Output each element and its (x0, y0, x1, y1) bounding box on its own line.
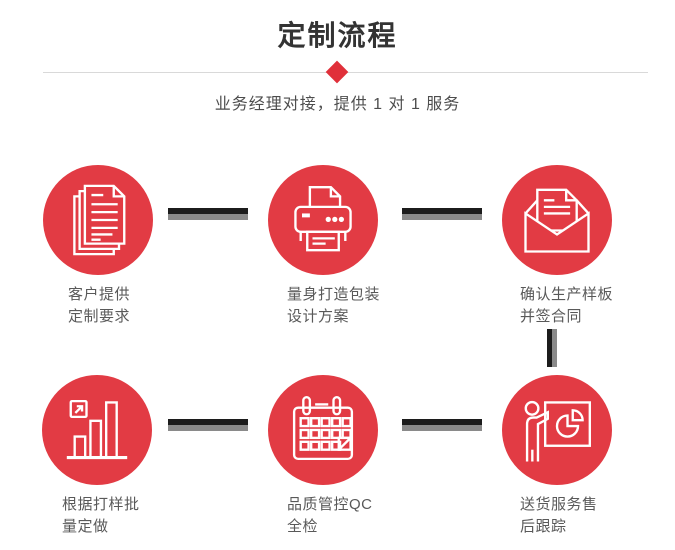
step-label-line: 全检 (287, 518, 319, 535)
step-label-6: 送货服务售 后跟踪 (520, 494, 598, 538)
documents-icon (73, 184, 126, 256)
step-label-line: 量定做 (62, 518, 109, 535)
step-label-line: 后跟踪 (520, 518, 567, 535)
connector-dark-half (547, 329, 552, 367)
connector-gray-half (168, 214, 248, 220)
step-circle-3 (502, 165, 612, 275)
connector-gray-half (402, 425, 482, 431)
step-circle-4 (42, 375, 152, 485)
connector-step5-step6 (402, 419, 482, 431)
step-label-line: 并签合同 (520, 308, 583, 325)
step-label-line: 品质管控QC (287, 496, 373, 513)
connector-dark-half (402, 208, 482, 214)
bar-chart-icon (66, 399, 128, 460)
step-label-line: 量身打造包装 (287, 286, 381, 303)
step-label-4: 根据打样批 量定做 (62, 494, 140, 538)
page-subtitle: 业务经理对接，提供 1 对 1 服务 (214, 96, 461, 113)
connector-step1-step2 (168, 208, 248, 220)
connector-step4-step5 (168, 419, 248, 431)
envelope-icon (524, 188, 590, 253)
step-label-line: 定制要求 (68, 308, 131, 325)
connector-step3-step6 (547, 329, 557, 367)
step-label-line: 确认生产样板 (520, 286, 614, 303)
connector-dark-half (402, 419, 482, 425)
connector-gray-half (168, 425, 248, 431)
step-label-line: 根据打样批 (62, 496, 140, 513)
step-circle-2 (268, 165, 378, 275)
connector-step2-step3 (402, 208, 482, 220)
step-label-2: 量身打造包装 设计方案 (287, 284, 380, 328)
step-circle-5 (268, 375, 378, 485)
diamond-icon (325, 60, 349, 84)
calendar-icon (292, 396, 354, 461)
connector-dark-half (168, 419, 248, 425)
step-label-1: 客户提供 定制要求 (68, 284, 130, 328)
connector-gray-half (402, 214, 482, 220)
connector-dark-half (168, 208, 248, 214)
presenter-icon (524, 400, 591, 462)
step-label-line: 设计方案 (287, 308, 350, 325)
step-circle-1 (43, 165, 153, 275)
step-circle-6 (502, 375, 612, 485)
step-label-line: 客户提供 (68, 286, 131, 303)
step-label-3: 确认生产样板 并签合同 (520, 284, 613, 328)
step-label-5: 品质管控QC 全检 (287, 494, 373, 538)
page-title: 定制流程 (277, 20, 398, 51)
step-label-line: 送货服务售 (520, 496, 598, 513)
printer-icon (294, 186, 352, 252)
connector-gray-half (552, 329, 557, 367)
